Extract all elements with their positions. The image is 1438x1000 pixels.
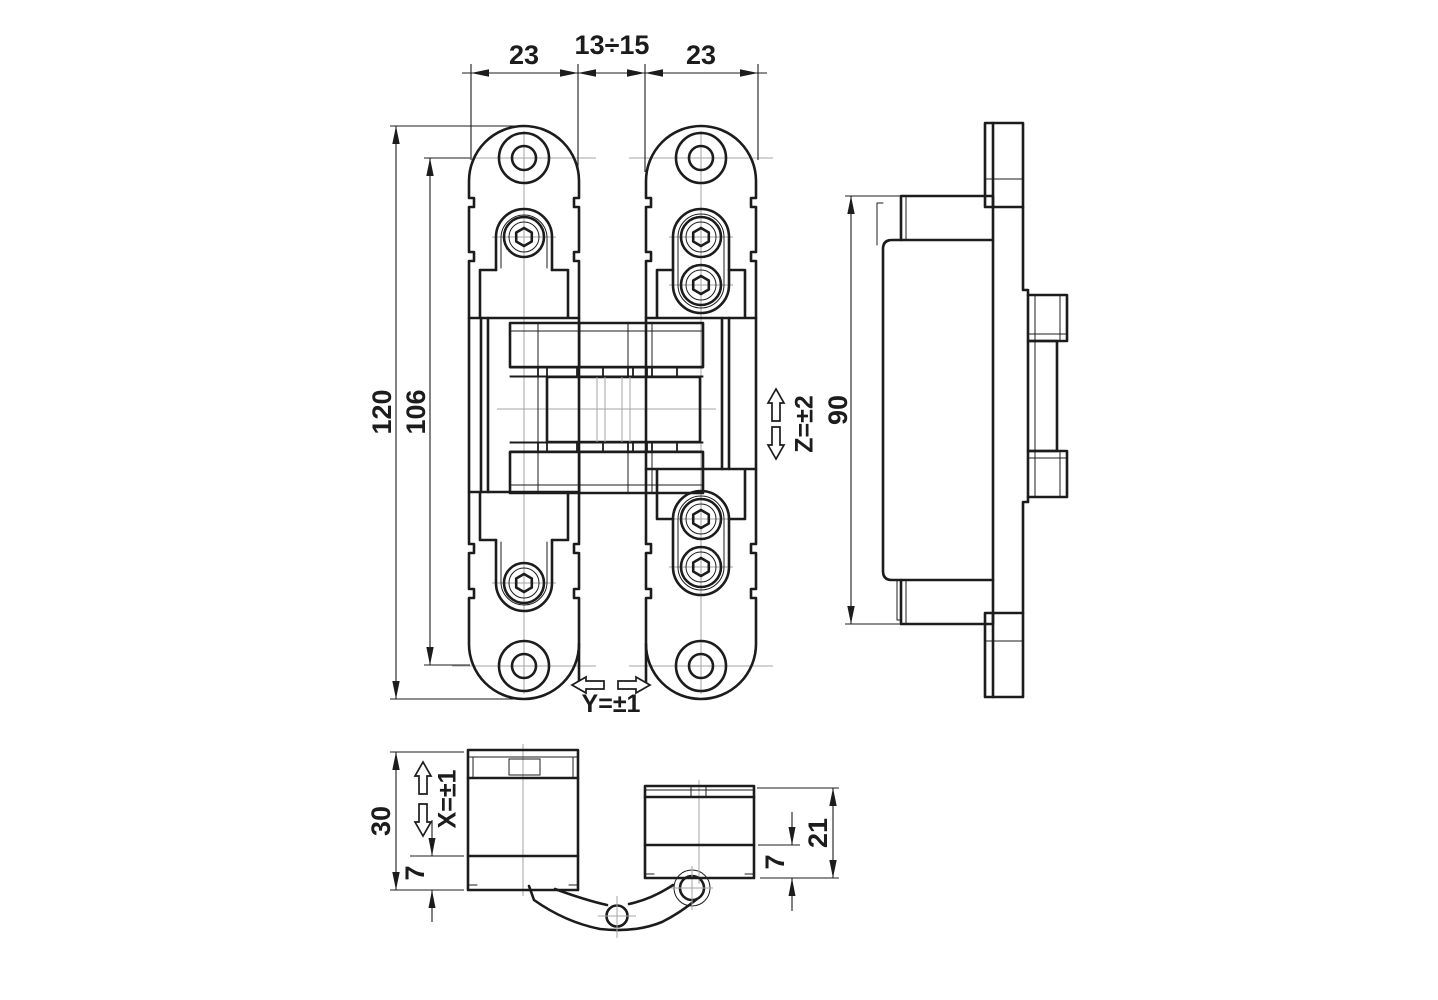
adjustment-x-label: X=±1 xyxy=(434,769,462,828)
adjuster-cup-bottom-right xyxy=(644,467,758,597)
bottom-view-left: 30 7 X=±1 xyxy=(366,744,713,938)
adjuster-cup-top-right xyxy=(644,207,758,320)
adjust-arrow-up-icon xyxy=(766,387,786,422)
dim-label-depth-30: 30 xyxy=(366,806,396,836)
dim-label-lip-7-left: 7 xyxy=(400,865,430,880)
dimension-top-widths: 23 13÷15 23 xyxy=(462,30,767,172)
adjust-arrow-right-icon xyxy=(617,675,652,695)
adjuster-cup-top-left xyxy=(467,207,581,320)
hinge-plate-left xyxy=(467,124,581,701)
dimension-cup-depth-30: 30 xyxy=(366,751,464,891)
dim-label-depth-21: 21 xyxy=(803,818,833,848)
adjustment-z-label: Z=±2 xyxy=(791,395,819,453)
linkage-arm xyxy=(527,866,713,938)
adjust-arrow-up-icon xyxy=(413,760,433,795)
centerlines xyxy=(452,131,773,694)
adjust-arrow-down-icon xyxy=(766,426,786,461)
side-block-top xyxy=(899,194,995,242)
cup-body-right xyxy=(643,784,756,880)
dimension-cup-depth-21: 21 xyxy=(757,787,839,879)
dim-label-plate-width-left: 23 xyxy=(509,40,539,70)
dim-label-plate-width-right: 23 xyxy=(686,40,716,70)
front-view: 23 13÷15 23 120 106 Z=±2 Y=±1 xyxy=(367,30,818,718)
dimension-left-heights: 120 106 xyxy=(367,125,524,700)
screw-hole-top-right xyxy=(674,131,728,185)
screw-hole-top-left xyxy=(497,131,551,185)
adjustment-y-label: Y=±1 xyxy=(582,690,641,718)
dim-label-hole-spacing: 106 xyxy=(401,389,431,434)
side-view: 90 xyxy=(823,121,1069,699)
side-block-bottom xyxy=(899,578,995,626)
dimension-cup-lip-7-right: 7 xyxy=(758,812,800,911)
side-mechanism-boss xyxy=(1026,293,1069,499)
dim-label-body-height: 90 xyxy=(823,395,853,425)
adjuster-cup-bottom-left xyxy=(467,490,581,613)
adjust-arrow-down-icon xyxy=(413,803,433,838)
side-flange-bottom xyxy=(983,611,1025,699)
dim-label-total-height: 120 xyxy=(367,389,397,434)
linkage-mechanism xyxy=(479,316,731,684)
adjustment-x: X=±1 xyxy=(413,760,462,838)
screw-hole-bottom-right xyxy=(674,639,728,693)
cup-body-left xyxy=(466,748,580,892)
dimension-cup-lip-7-left: 7 xyxy=(400,820,436,922)
bottom-view-right: 21 7 xyxy=(643,780,839,911)
dim-label-center-gap: 13÷15 xyxy=(575,30,650,60)
side-flange-top xyxy=(983,121,1025,209)
side-body-outline xyxy=(881,238,903,582)
screw-hole-bottom-left xyxy=(497,639,551,693)
dimension-side-height: 90 xyxy=(823,195,984,625)
adjustment-y: Y=±1 xyxy=(570,675,652,718)
cup-tab xyxy=(508,758,541,776)
dim-label-lip-7-right: 7 xyxy=(760,854,790,869)
hinge-plate-right xyxy=(644,124,758,701)
adjustment-z: Z=±2 xyxy=(766,387,819,461)
adjust-arrow-left-icon xyxy=(570,675,605,695)
